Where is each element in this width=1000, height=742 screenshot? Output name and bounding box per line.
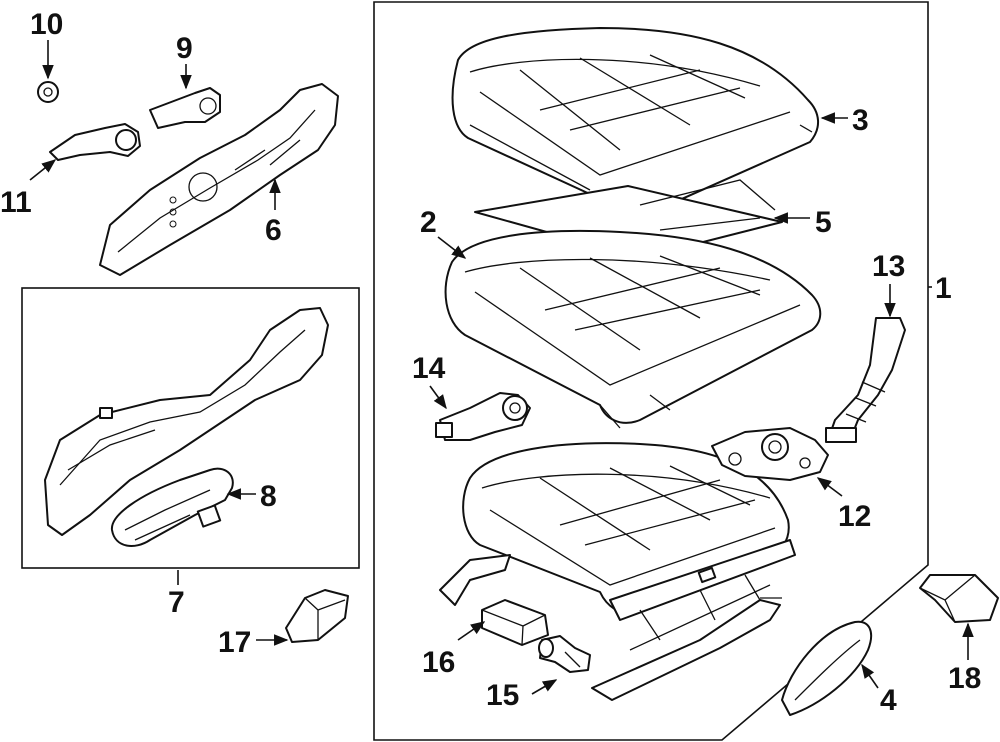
outer-side-shield	[99, 83, 339, 276]
height-adjust-rod	[825, 317, 906, 443]
lumbar-motor	[435, 392, 531, 441]
washer	[37, 81, 59, 103]
small-trim-cover	[285, 589, 349, 643]
seat-frame-assembly	[439, 442, 796, 701]
callout-2: 2	[420, 206, 437, 239]
callout-6: 6	[265, 214, 282, 247]
callout-10: 10	[30, 8, 63, 41]
callout-14: 14	[412, 352, 446, 385]
callout-3: 3	[852, 104, 869, 137]
callout-1: 1	[935, 272, 952, 305]
leader-11	[29, 159, 57, 181]
callout-15: 15	[486, 679, 519, 712]
connector-switch	[538, 635, 591, 673]
leader-4	[861, 663, 879, 689]
recline-lever	[149, 87, 221, 129]
leader-15	[531, 679, 558, 695]
callout-11: 11	[0, 186, 32, 219]
callout-18: 18	[948, 662, 981, 695]
callout-13: 13	[872, 250, 905, 283]
callout-7: 7	[168, 586, 185, 619]
adjust-handle	[49, 123, 141, 161]
leader-12	[816, 477, 843, 497]
cushion-cover	[444, 229, 822, 429]
side-shield-group-frame	[21, 287, 360, 569]
control-module	[481, 599, 549, 646]
callout-8: 8	[260, 480, 277, 513]
seat-switch-panel	[110, 467, 234, 547]
inner-side-shield	[44, 307, 329, 536]
recliner-cover	[781, 620, 873, 716]
callout-9: 9	[176, 32, 193, 65]
leader-14	[429, 385, 447, 410]
callout-4: 4	[880, 684, 897, 717]
leader-2	[437, 236, 467, 259]
callout-5: 5	[815, 206, 832, 239]
trim-clip	[919, 574, 999, 623]
leader-lines	[29, 40, 974, 695]
leader-16	[457, 621, 486, 641]
callout-17: 17	[218, 626, 251, 659]
gear-motor	[711, 427, 829, 481]
callout-16: 16	[422, 646, 455, 679]
callout-12: 12	[838, 500, 871, 533]
